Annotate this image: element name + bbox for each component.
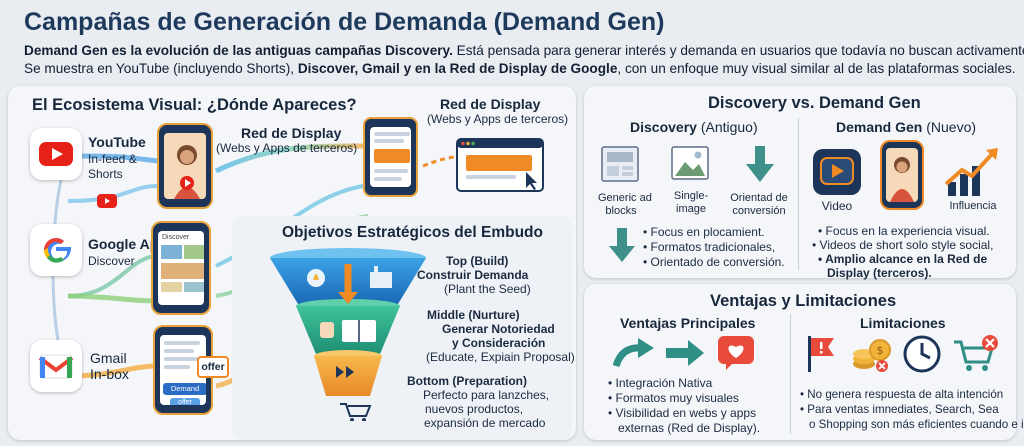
- offer-badge: offer: [197, 356, 229, 378]
- page-title: Campañas de Generación de Demanda (Deman…: [24, 8, 665, 36]
- pros-cons-title: Ventajas y Limitaciones: [710, 292, 897, 310]
- funnel-middle-stage: Middle (Nurture): [427, 308, 520, 322]
- cons-bullet-2: • Para ventas imnediates, Search, Sea: [800, 403, 999, 416]
- cons-bullet-2-cont: o Shopping son más eficientes cuando e i…: [809, 418, 1024, 431]
- coins-icon: $: [853, 339, 891, 372]
- funnel-top-stage: Top (Build): [446, 254, 509, 268]
- youtube-name: YouTube: [88, 134, 146, 150]
- ecosystem-title: El Ecosistema Visual: ¿Dónde Apareces?: [32, 96, 357, 114]
- discovery-icon-cap-2: Single-image: [673, 190, 709, 215]
- cons-title: Limitaciones: [860, 315, 946, 331]
- shopping-cart-x-icon: [954, 335, 998, 371]
- funnel-graphic: [270, 248, 426, 421]
- discovery-bullet-3: • Orientado de conversión.: [643, 255, 785, 269]
- generic-ad-blocks-icon: [601, 146, 639, 182]
- gmail-desc: In-box: [90, 366, 129, 382]
- person-icon: [174, 145, 200, 199]
- google-logo-box: [30, 224, 82, 276]
- funnel-bottom-stage: Bottom (Preparation): [407, 374, 527, 388]
- influencer-phone-icon: [880, 140, 924, 210]
- single-image-icon: [671, 146, 709, 180]
- funnel-bottom-line-1: Perfecto para lanzches,: [423, 388, 550, 402]
- discover-card-label: Discover: [162, 234, 190, 241]
- warning-flag-icon: [808, 336, 834, 372]
- video-icon: [813, 149, 861, 195]
- funnel-middle-goal-1: Generar Notoriedad: [442, 322, 555, 336]
- curved-arrow-icon: [612, 338, 654, 368]
- video-caption: Video: [821, 199, 853, 213]
- comparison-divider: [798, 118, 799, 270]
- funnel-top-note: (Plant the Seed): [444, 282, 531, 296]
- funnel-middle-note: (Educate, Expiain Proposal): [426, 350, 575, 364]
- demandgen-bullet-2: • Videos de short solo style social,: [812, 238, 994, 252]
- google-icon: [43, 237, 72, 263]
- discovery-bullet-2: • Formatos tradicionales,: [643, 240, 776, 254]
- down-arrow-icon: [746, 146, 774, 182]
- pros-title: Ventajas Principales: [620, 315, 756, 331]
- discover-phone-mockup: Discover: [151, 221, 211, 315]
- pros-bullet-3-cont: externas (Red de Display).: [618, 421, 761, 435]
- display-right-name: Red de Display: [440, 96, 541, 112]
- gmail-icon: [38, 354, 74, 379]
- funnel-title: Objetivos Estratégicos del Embudo: [282, 224, 543, 241]
- pros-bullet-2: • Formatos muy visuales: [608, 391, 739, 405]
- clock-icon: [903, 335, 941, 373]
- discovery-bullet-1: • Focus en plocamient.: [643, 225, 765, 239]
- youtube-logo-box: [30, 128, 82, 180]
- svg-text:$: $: [877, 344, 884, 357]
- google-app-name: Google App: [88, 236, 167, 252]
- discover-feed-cards-icon: [161, 245, 204, 292]
- cons-bullet-1: • No genera respuesta de alta intención: [800, 388, 1004, 401]
- youtube-icon: [39, 142, 73, 166]
- intro-line-2: Se muestra en YouTube (incluyendo Shorts…: [24, 61, 1016, 76]
- pros-cons-divider: [790, 314, 791, 434]
- gmail-name: Gmail: [90, 350, 127, 366]
- funnel-bottom-line-3: expansión de mercado: [424, 416, 546, 430]
- youtube-mini-icon: [97, 194, 117, 208]
- display-mid-desc: (Webs y Apps de terceros): [216, 141, 358, 155]
- demandgen-bullet-1: • Focus en la experiencia visual.: [818, 224, 990, 238]
- youtube-desc-1: In-feed &: [88, 152, 137, 166]
- comparison-title: Discovery vs. Demand Gen: [708, 94, 921, 112]
- gmail-logo-box: [30, 340, 82, 392]
- offer-button[interactable]: offer: [170, 398, 200, 405]
- display-mid-name: Red de Display: [241, 125, 342, 141]
- demandgen-label: Demand Gen (Nuevo): [836, 119, 977, 135]
- pros-bullet-3: • Visibilidad en webs y apps: [608, 406, 757, 420]
- influencer-person-icon: [890, 157, 914, 202]
- heart-chat-icon: [718, 336, 754, 370]
- demand-gen-button[interactable]: Demand Gen: [163, 383, 206, 405]
- down-arrow-large-icon: [609, 228, 635, 262]
- display-tablet-mockup: [363, 117, 418, 197]
- google-app-desc: Discover: [88, 254, 135, 268]
- growth-chart-icon: [944, 148, 998, 196]
- intro-line-1: Demand Gen es la evolución de las antigu…: [24, 43, 1024, 58]
- browser-window-icon: [456, 138, 544, 192]
- demandgen-bullet-3-cont: Display (terceros).: [827, 266, 932, 280]
- pros-cons-panel: [584, 284, 1016, 440]
- youtube-desc-2: Shorts: [88, 167, 123, 181]
- youtube-phone-mockup: [157, 123, 213, 209]
- funnel-bottom-line-2: nuevos productos,: [425, 402, 524, 416]
- discovery-label: Discovery (Antiguo): [630, 119, 758, 135]
- funnel-top-goal: Construir Demanda: [417, 268, 529, 282]
- display-right-desc: (Webs y Apps de terceros): [427, 112, 569, 126]
- comparison-panel: [584, 86, 1016, 278]
- right-arrow-icon: [666, 340, 704, 366]
- funnel-middle-goal-2: y Consideración: [452, 336, 546, 350]
- demandgen-bullet-3: • Amplio alcance en la Red de: [818, 252, 988, 266]
- influence-caption: Influencia: [949, 200, 997, 212]
- pros-bullet-1: • Integración Nativa: [608, 376, 713, 390]
